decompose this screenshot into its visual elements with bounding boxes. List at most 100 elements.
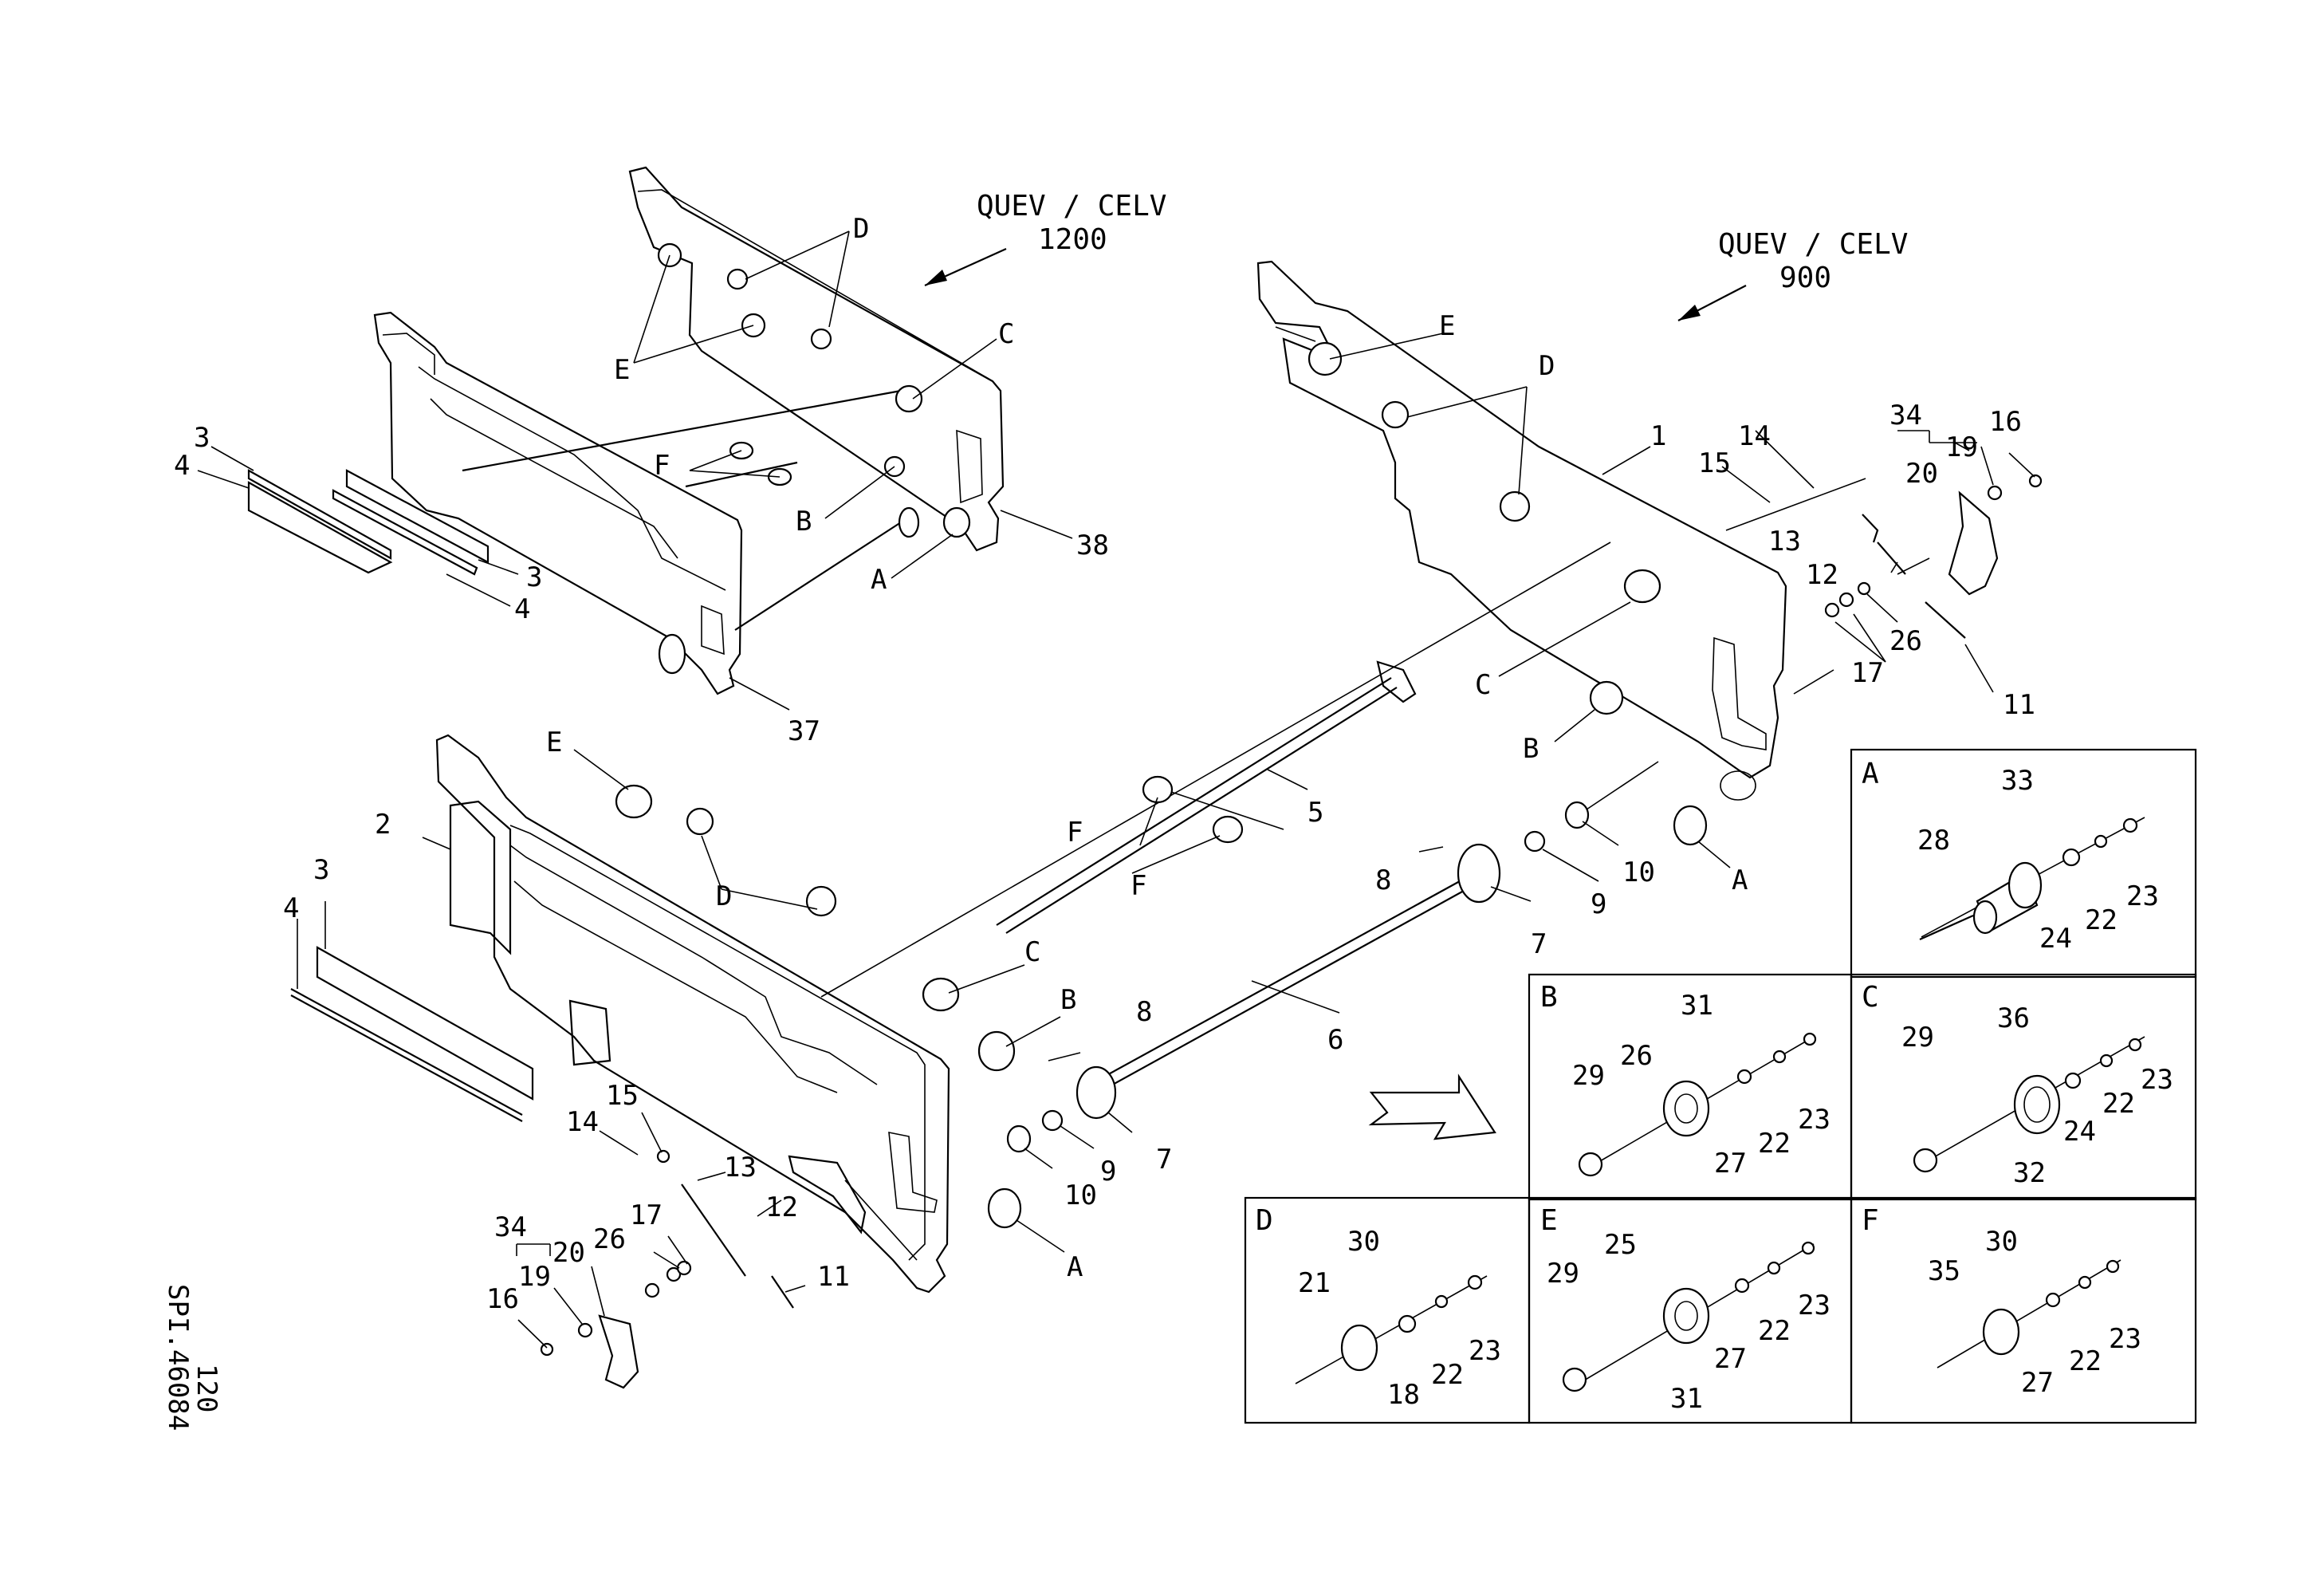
back-side-plate	[628, 166, 1005, 552]
spring-13-right	[1862, 514, 1879, 543]
box-c-24: 24	[2063, 1116, 2096, 1148]
box-a-22: 22	[2085, 904, 2118, 936]
sleeve-33	[2007, 861, 2043, 909]
callout-37: 37	[788, 715, 820, 747]
callout-19: 19	[1945, 431, 1978, 463]
wheel-30-f	[1982, 1308, 2020, 1356]
callout-3: 3	[194, 422, 210, 454]
box-c-32: 32	[2013, 1157, 2046, 1189]
box-b-letter: B	[1540, 981, 1558, 1014]
box-b-23: 23	[1798, 1104, 1830, 1136]
callout-5: 5	[1307, 797, 1323, 829]
box-e-27: 27	[1714, 1343, 1747, 1375]
direction-hollow-arrow	[1368, 1073, 1496, 1140]
roller-c-upper	[895, 384, 923, 413]
callout-14: 14	[566, 1106, 599, 1138]
box-e-23: 23	[1798, 1290, 1830, 1321]
gear-7-left	[1075, 1065, 1117, 1120]
roller-31-b	[1662, 1080, 1710, 1137]
bracket-20-lower	[598, 1314, 639, 1389]
box-a-letter: A	[1862, 758, 1879, 790]
roller-d-900-2	[1499, 490, 1531, 522]
box-d-letter: D	[1256, 1204, 1273, 1237]
gear-7-right	[1457, 843, 1501, 904]
roller-e-900	[1307, 341, 1343, 376]
roller-31-e	[1662, 1287, 1710, 1345]
callout-b: B	[1060, 984, 1076, 1016]
cover-strip-lower-3	[316, 946, 534, 1101]
roller-a-900	[1673, 805, 1708, 846]
washer-10-left	[1006, 1124, 1032, 1153]
upper-shaft-a	[734, 522, 902, 631]
box-b-31: 31	[1681, 990, 1713, 1022]
callout-16: 16	[486, 1283, 519, 1315]
callout-4: 4	[514, 593, 530, 625]
callout-9: 9	[1591, 888, 1606, 920]
callout-9: 9	[1100, 1156, 1116, 1187]
roller-c-900	[1623, 569, 1661, 604]
callout-3: 3	[526, 561, 542, 593]
roller-32-c	[2013, 1074, 2061, 1135]
header-1200: QUEV / CELV 1200	[924, 190, 1166, 287]
box-c-22: 22	[2102, 1088, 2135, 1120]
box-d-18: 18	[1387, 1379, 1420, 1411]
upper-gear	[658, 633, 686, 675]
callout-12: 12	[765, 1191, 798, 1223]
header-900: QUEV / CELV 900	[1677, 228, 1908, 321]
roller-c-lower	[922, 977, 960, 1012]
callout-8: 8	[1375, 864, 1391, 896]
washer-10-right	[1564, 801, 1590, 829]
callout-34: 34	[1889, 400, 1922, 431]
callout-15: 15	[606, 1080, 639, 1112]
cover-strip-upper-4	[345, 469, 490, 564]
callout-a: A	[1067, 1251, 1083, 1283]
wheel-30-d	[1340, 1324, 1378, 1372]
callout-e: E	[546, 727, 562, 758]
callout-c: C	[998, 318, 1014, 350]
box-b-22: 22	[1758, 1128, 1791, 1160]
roller-d-900-1	[1381, 400, 1410, 429]
bearing-9-left	[1041, 1109, 1064, 1132]
callout-10: 10	[1622, 857, 1655, 888]
box-c-36: 36	[1997, 1002, 2030, 1034]
box-f-22: 22	[2069, 1345, 2102, 1377]
callout-b: B	[796, 506, 812, 538]
box-a-24: 24	[2039, 923, 2072, 955]
callout-3: 3	[313, 854, 329, 886]
center-shafts	[820, 542, 1659, 1169]
roller-f-center-2	[1212, 815, 1244, 844]
box-c-23: 23	[2141, 1064, 2173, 1096]
callout-17: 17	[1851, 657, 1884, 689]
roller-d-upper-2	[810, 328, 832, 350]
callout-a: A	[1732, 864, 1748, 896]
callout-20: 20	[1905, 458, 1938, 490]
callout-12: 12	[1806, 559, 1838, 591]
header-1200-line1: QUEV / CELV	[977, 190, 1166, 223]
bracket-20-right	[1948, 490, 1999, 596]
arrowhead	[925, 270, 947, 286]
box-a-33: 33	[2001, 765, 2034, 797]
upper-left-assembly	[197, 166, 1073, 711]
cover-strip-lower-4	[290, 988, 523, 1116]
box-b-27: 27	[1714, 1148, 1747, 1180]
callout-c: C	[1475, 669, 1491, 701]
box-e-29: 29	[1547, 1258, 1579, 1290]
box-f-letter: F	[1862, 1204, 1879, 1237]
lower-left-assembly	[290, 734, 1065, 1389]
page-number: 120	[191, 1364, 222, 1412]
roller-d-upper-1	[726, 268, 749, 290]
callout-a: A	[871, 564, 887, 596]
callout-16: 16	[1989, 406, 2022, 438]
detail-box-c	[1850, 973, 2197, 1201]
detail-boxes	[1244, 748, 2197, 1424]
box-f-30: 30	[1985, 1226, 2018, 1258]
callout-11: 11	[2003, 689, 2035, 721]
inner-side-plate-2	[449, 800, 512, 955]
callout-7: 7	[1531, 928, 1547, 960]
box-e-22: 22	[1758, 1315, 1791, 1347]
callout-13: 13	[1768, 526, 1801, 557]
pin-11-right	[1925, 601, 1966, 639]
spring-bracket-12	[788, 1155, 867, 1235]
callout-7: 7	[1156, 1144, 1172, 1176]
